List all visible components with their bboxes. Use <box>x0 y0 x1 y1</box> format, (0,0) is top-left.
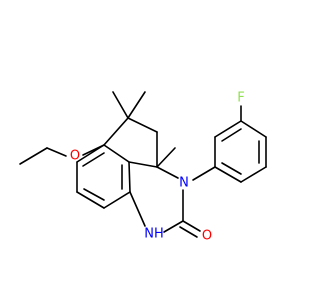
bond-arom-4 <box>76 191 105 209</box>
nh-label: NH <box>144 227 164 242</box>
bond-phenyl-2 <box>214 120 242 138</box>
bond-arom-3 <box>103 191 131 209</box>
ring-nitrogen-label: N <box>179 176 189 191</box>
bond-c-n <box>156 166 179 179</box>
bond-arom-2 <box>128 161 131 193</box>
molecule-diagram: O O N NH F <box>19 91 267 244</box>
bond-arom-6 <box>76 144 105 163</box>
bond-phenyl-double-1 <box>221 128 242 142</box>
bond-carbonyl-double-2 <box>179 226 198 238</box>
bond-nh-arom <box>129 191 146 227</box>
bond-ring5-2 <box>127 117 158 133</box>
atom-labels: O O N NH F <box>70 91 245 244</box>
carbonyl-oxygen-label: O <box>202 229 212 244</box>
bond-phenyl-5 <box>240 166 267 183</box>
bond-ethyl-ch3 <box>19 147 48 165</box>
fluorine-label: F <box>237 91 244 106</box>
bond-ethyl-ch2 <box>46 147 67 157</box>
ether-oxygen-label: O <box>70 149 80 164</box>
bond-methyl-c <box>156 147 176 168</box>
bond-arom-double-1 <box>82 152 105 167</box>
bond-methyl-b <box>127 91 146 119</box>
molecule-bonds <box>19 91 267 238</box>
bond-phenyl-3 <box>240 120 267 138</box>
bond-carbonyl-double-1 <box>182 220 201 232</box>
bond-arom-1 <box>103 144 130 163</box>
bond-phenyl-double-3 <box>221 162 242 175</box>
bond-carbonyl-nh <box>163 220 184 233</box>
bond-phenyl-6 <box>214 166 242 183</box>
bond-ring5-4 <box>128 161 158 168</box>
bond-n-phenyl <box>192 166 216 181</box>
bond-methyl-a <box>112 91 129 119</box>
structure-canvas: O O N NH F <box>19 91 267 244</box>
bond-arom-double-2 <box>83 188 105 201</box>
bond-ring5-1 <box>103 117 129 146</box>
